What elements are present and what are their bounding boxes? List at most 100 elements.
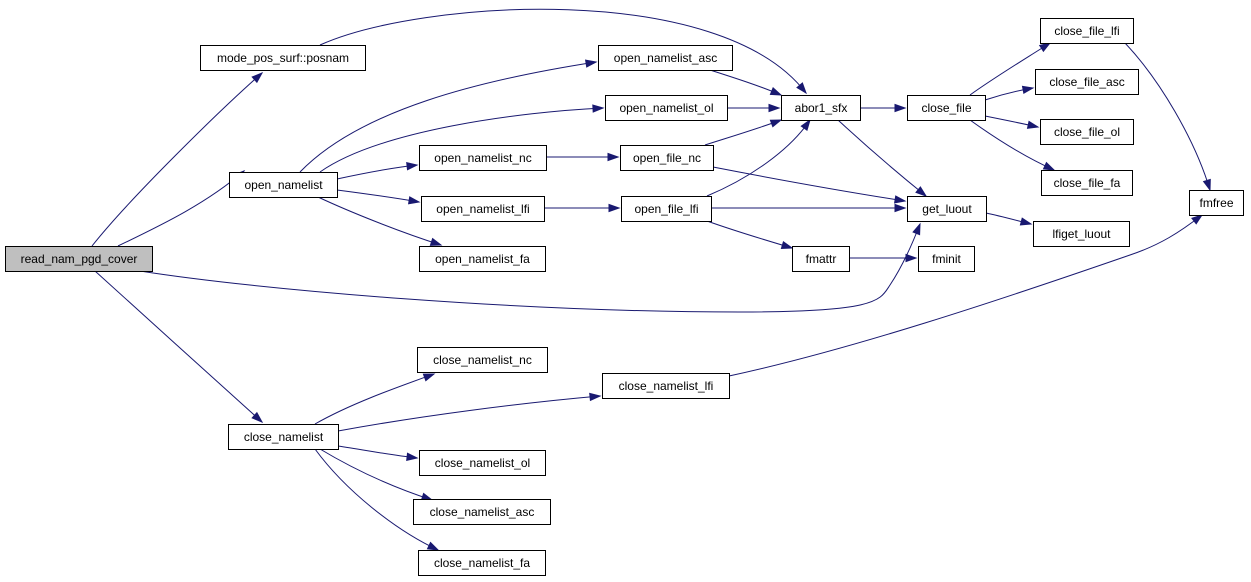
node-box[interactable]: [419, 246, 546, 272]
node-label: close_namelist_ol: [435, 456, 530, 470]
edge-open-namelist-to-open-namelist-asc: [299, 59, 598, 173]
node-close-namelist-fa[interactable]: close_namelist_fa: [418, 550, 546, 576]
node-close-file-lfi[interactable]: close_file_lfi: [1040, 18, 1134, 44]
node-mode-pos-surf-posnam[interactable]: mode_pos_surf::posnam: [200, 45, 366, 71]
edge-close-namelist-to-close-namelist-nc: [314, 373, 436, 425]
node-lfiget-luout[interactable]: lfiget_luout: [1033, 221, 1130, 247]
edge-arrowhead: [1021, 85, 1035, 94]
node-fminit[interactable]: fminit: [918, 246, 975, 272]
edge-arrowhead: [1191, 214, 1204, 225]
edge-open-file-nc-to-get-luout: [712, 166, 907, 204]
edge-get-luout-to-lfiget-luout: [985, 212, 1033, 226]
node-open-namelist-asc[interactable]: open_namelist_asc: [598, 45, 733, 71]
node-open-namelist-ol[interactable]: open_namelist_ol: [605, 95, 728, 121]
edge-line: [299, 61, 597, 173]
node-box[interactable]: [417, 347, 548, 373]
node-label: close_file_asc: [1049, 75, 1124, 89]
edge-arrowhead: [1042, 161, 1056, 171]
node-box[interactable]: [621, 196, 712, 222]
node-box[interactable]: [602, 373, 730, 399]
edge-arrowhead: [608, 203, 621, 213]
node-box[interactable]: [1041, 170, 1133, 196]
node-label: fmattr: [806, 252, 837, 266]
node-close-namelist[interactable]: close_namelist: [228, 424, 339, 450]
edge-open-file-lfi-to-abor1-sfx: [706, 118, 811, 197]
node-box[interactable]: [598, 45, 733, 71]
node-box[interactable]: [5, 246, 153, 272]
node-box[interactable]: [781, 95, 861, 121]
node-box[interactable]: [228, 424, 339, 450]
edge-line: [314, 448, 439, 551]
node-box[interactable]: [419, 450, 546, 476]
node-box[interactable]: [229, 172, 338, 198]
edge-open-namelist-to-open-namelist-nc: [336, 162, 419, 180]
node-label: close_namelist: [244, 430, 324, 444]
node-box[interactable]: [907, 196, 987, 222]
edge-mode-pos-surf-posnam-to-abor1-sfx: [319, 8, 807, 95]
edge-line: [314, 373, 435, 425]
node-get-luout[interactable]: get_luout: [907, 196, 987, 222]
edge-open-namelist-to-open-namelist-ol: [319, 104, 605, 173]
edge-fmattr-to-fminit: [849, 253, 918, 263]
node-label: fmfree: [1199, 196, 1233, 210]
edge-close-namelist-lfi-to-fmfree: [728, 214, 1204, 377]
node-open-namelist-lfi[interactable]: open_namelist_lfi: [421, 196, 545, 222]
edge-arrowhead: [426, 541, 440, 551]
edge-close-namelist-to-close-namelist-ol: [337, 445, 419, 461]
node-box[interactable]: [1040, 119, 1134, 145]
node-box[interactable]: [620, 145, 714, 171]
node-box[interactable]: [918, 246, 975, 272]
node-abor1-sfx[interactable]: abor1_sfx: [781, 95, 861, 121]
node-box[interactable]: [200, 45, 366, 71]
node-close-file-ol[interactable]: close_file_ol: [1040, 119, 1134, 145]
node-close-file[interactable]: close_file: [907, 95, 986, 121]
node-label: close_namelist_nc: [433, 353, 532, 367]
edge-read-nam-pgd-cover-to-mode-pos-surf-posnam: [91, 72, 264, 247]
node-box[interactable]: [413, 499, 551, 525]
node-read-nam-pgd-cover[interactable]: read_nam_pgd_cover: [5, 246, 153, 272]
node-open-namelist[interactable]: open_namelist: [229, 172, 338, 198]
node-open-namelist-fa[interactable]: open_namelist_fa: [419, 246, 546, 272]
edge-line: [139, 223, 921, 313]
node-box[interactable]: [418, 550, 546, 576]
node-open-file-nc[interactable]: open_file_nc: [620, 145, 714, 171]
node-box[interactable]: [1035, 69, 1139, 95]
edge-open-file-lfi-to-fmattr: [706, 220, 794, 250]
node-fmfree[interactable]: fmfree: [1189, 190, 1244, 216]
edge-arrowhead: [584, 59, 598, 68]
edge-open-namelist-asc-to-abor1-sfx: [709, 69, 783, 96]
edges-layer: [91, 8, 1211, 551]
node-close-namelist-nc[interactable]: close_namelist_nc: [417, 347, 548, 373]
edge-line: [706, 220, 793, 249]
node-close-namelist-asc[interactable]: close_namelist_asc: [413, 499, 551, 525]
node-open-namelist-nc[interactable]: open_namelist_nc: [419, 145, 547, 171]
node-open-file-lfi[interactable]: open_file_lfi: [621, 196, 712, 222]
edge-line: [319, 448, 433, 501]
node-box[interactable]: [605, 95, 728, 121]
edge-line: [337, 445, 418, 459]
node-close-file-asc[interactable]: close_file_asc: [1035, 69, 1139, 95]
node-label: open_namelist: [244, 178, 323, 192]
edge-open-namelist-to-open-namelist-fa: [317, 196, 443, 246]
node-box[interactable]: [1189, 190, 1244, 216]
node-close-namelist-lfi[interactable]: close_namelist_lfi: [602, 373, 730, 399]
node-close-file-fa[interactable]: close_file_fa: [1041, 170, 1133, 196]
edge-arrowhead: [915, 186, 928, 197]
node-fmattr[interactable]: fmattr: [792, 246, 850, 272]
node-box[interactable]: [792, 246, 850, 272]
edge-arrowhead: [1038, 42, 1052, 53]
node-box[interactable]: [421, 196, 545, 222]
node-box[interactable]: [1040, 18, 1134, 44]
edge-arrowhead: [589, 392, 602, 402]
node-box[interactable]: [907, 95, 986, 121]
node-close-namelist-ol[interactable]: close_namelist_ol: [419, 450, 546, 476]
edge-arrowhead: [406, 452, 419, 461]
edge-arrowhead: [1026, 120, 1040, 129]
node-box[interactable]: [419, 145, 547, 171]
edge-arrowhead: [894, 203, 907, 213]
node-box[interactable]: [1033, 221, 1130, 247]
edge-line: [319, 107, 604, 173]
edge-abor1-sfx-to-close-file: [860, 103, 907, 113]
edge-close-namelist-to-close-namelist-lfi: [337, 392, 602, 432]
edge-arrowhead: [893, 195, 907, 204]
